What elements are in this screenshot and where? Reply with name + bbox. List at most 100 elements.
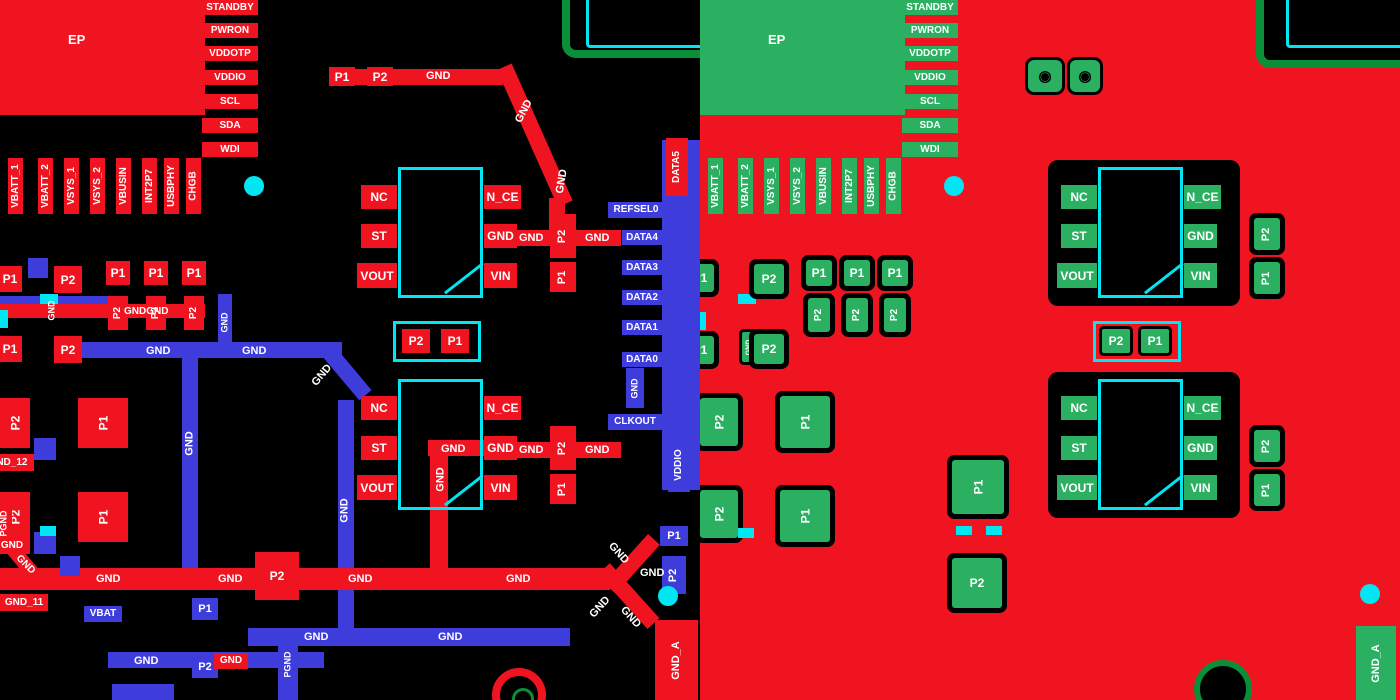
pad-p1[interactable]: P1: [106, 261, 130, 285]
pin-wdi[interactable]: WDI: [202, 142, 258, 157]
pad-gnd11[interactable]: GND_11: [0, 594, 48, 611]
pad-p2[interactable]: P2: [846, 298, 868, 332]
ic2-pin-vin[interactable]: VIN: [484, 475, 517, 500]
pin-scl[interactable]: SCL: [902, 94, 958, 109]
pad-p1-large[interactable]: P1: [78, 398, 128, 448]
pad-p1[interactable]: P1: [550, 474, 576, 504]
pad-gnd-a[interactable]: GND_A: [655, 620, 698, 700]
pin-vbatt1[interactable]: VBATT_1: [708, 158, 723, 214]
pad-p1[interactable]: P1: [0, 266, 22, 292]
pad-p2-large[interactable]: P2: [952, 558, 1002, 608]
pin-sda[interactable]: SDA: [902, 118, 958, 133]
pad-p2-large[interactable]: P2: [700, 398, 738, 446]
pin-refsel0[interactable]: REFSEL0: [608, 202, 664, 218]
pin-vbat[interactable]: VBAT: [84, 606, 122, 622]
pad-gnd12[interactable]: GND_12: [0, 454, 34, 471]
pad-p1[interactable]: P1: [550, 262, 576, 292]
pad-p1-large[interactable]: P1: [780, 490, 830, 542]
pad-p2[interactable]: P2: [808, 298, 830, 332]
ic2-pin-gnd[interactable]: GND: [484, 436, 517, 460]
pad-p2[interactable]: P2: [1254, 430, 1280, 462]
pin-vsys1[interactable]: VSYS_1: [764, 158, 779, 214]
pin-vbusin[interactable]: VBUSIN: [116, 158, 131, 214]
pad-p2[interactable]: P2: [54, 266, 82, 293]
pad-p1[interactable]: P1: [1141, 329, 1169, 353]
pad-blue[interactable]: [34, 438, 56, 460]
pin-vsys2[interactable]: VSYS_2: [790, 158, 805, 214]
ic2-pin-nce[interactable]: N_CE: [1184, 396, 1221, 420]
pad-p2[interactable]: P2: [402, 329, 430, 353]
pin-vbatt2[interactable]: VBATT_2: [38, 158, 53, 214]
pad-p2-large[interactable]: P2: [255, 552, 299, 600]
pin-vbatt2[interactable]: VBATT_2: [738, 158, 753, 214]
ic1-pin-gnd[interactable]: GND: [1184, 224, 1217, 248]
pin-standby[interactable]: STANDBY: [202, 0, 258, 15]
ic1-pin-vout[interactable]: VOUT: [357, 263, 397, 288]
ic1-courtyard[interactable]: [398, 167, 483, 298]
pad-p1[interactable]: P1: [806, 260, 832, 286]
ic2-pin-st[interactable]: ST: [1061, 436, 1097, 460]
pad-p2[interactable]: P2: [550, 214, 576, 258]
pad-pgnd[interactable]: PGND: [0, 500, 12, 546]
pcb-panel-left[interactable]: EP STANDBY PWRON VDDOTP VDDIO SCL SDA WD…: [0, 0, 700, 700]
pin-int2p7[interactable]: INT2P7: [142, 158, 157, 214]
pin-vbatt1[interactable]: VBATT_1: [8, 158, 23, 214]
pad-p1[interactable]: P1: [660, 526, 688, 546]
pad-p1[interactable]: P1: [144, 261, 168, 285]
ic2-courtyard[interactable]: [398, 379, 483, 510]
pin-pwron[interactable]: PWRON: [902, 23, 958, 38]
ic1-pin-vin[interactable]: VIN: [484, 263, 517, 288]
pin-vddotp[interactable]: VDDOTP: [202, 46, 258, 61]
ic2-pin-vout[interactable]: VOUT: [357, 475, 397, 500]
pad-p1[interactable]: P1: [844, 260, 870, 286]
pin-clkout[interactable]: CLKOUT: [608, 414, 662, 430]
pad-p1-large[interactable]: P1: [952, 460, 1004, 514]
pin-vsys2[interactable]: VSYS_2: [90, 158, 105, 214]
pin-sda[interactable]: SDA: [202, 118, 258, 133]
ic1-pin-gnd[interactable]: GND: [484, 224, 517, 248]
pad-p1[interactable]: P1: [1254, 474, 1280, 506]
passive-courtyard[interactable]: [1093, 321, 1181, 362]
pin-usbphy[interactable]: USBPHY: [864, 158, 879, 214]
pin-gnd[interactable]: GND: [626, 368, 644, 408]
pad-p2[interactable]: P2: [184, 296, 204, 330]
pad-p2[interactable]: P2: [1102, 329, 1130, 353]
pin-data5[interactable]: DATA5: [666, 138, 688, 196]
ic1-pin-vout[interactable]: VOUT: [1057, 263, 1097, 288]
pad-p1-large[interactable]: P1: [780, 396, 830, 448]
pcb-panel-right[interactable]: EP STANDBY PWRON VDDOTP VDDIO SCL SDA WD…: [700, 0, 1400, 700]
pad-p2[interactable]: P2: [146, 296, 166, 330]
pad-p1[interactable]: P1: [329, 67, 355, 86]
pin-wdi[interactable]: WDI: [902, 142, 958, 157]
pad-gnd-a[interactable]: GND_A: [1356, 626, 1396, 700]
pad-gnd-small[interactable]: GND: [742, 332, 756, 362]
pad-blue[interactable]: [28, 258, 48, 278]
pad-p2-large[interactable]: P2: [700, 490, 738, 538]
ic1-pin-st[interactable]: ST: [361, 224, 397, 248]
pad-pgnd[interactable]: PGND: [278, 628, 298, 700]
pin-data1[interactable]: DATA1: [622, 320, 662, 335]
pad-p2[interactable]: P2: [754, 334, 784, 364]
pad-p2[interactable]: P2: [192, 656, 218, 678]
pad-gnd[interactable]: GND: [214, 653, 248, 669]
ic2-pin-nc[interactable]: NC: [1061, 396, 1097, 420]
pin-data4[interactable]: DATA4: [622, 230, 662, 245]
pin-chgb[interactable]: CHGB: [186, 158, 201, 214]
pin-chgb[interactable]: CHGB: [886, 158, 901, 214]
ic2-pin-st[interactable]: ST: [361, 436, 397, 460]
ic2-pin-gnd[interactable]: GND: [1184, 436, 1217, 460]
ep-thermal-pad[interactable]: EP: [700, 0, 905, 115]
ic1-pin-nc[interactable]: NC: [1061, 185, 1097, 209]
pin-vddotp[interactable]: VDDOTP: [902, 46, 958, 61]
pad-p2[interactable]: P2: [108, 296, 128, 330]
pad-p1[interactable]: P1: [1254, 262, 1280, 294]
pin-standby[interactable]: STANDBY: [902, 0, 958, 15]
pin-usbphy[interactable]: USBPHY: [164, 158, 179, 214]
pin-data0[interactable]: DATA0: [622, 352, 662, 367]
pin-vsys1[interactable]: VSYS_1: [64, 158, 79, 214]
pad-blue[interactable]: [34, 532, 56, 554]
pad-p1[interactable]: P1: [882, 260, 908, 286]
pin-vddio-edge[interactable]: VDDIO: [668, 438, 690, 492]
pad-p1[interactable]: P1: [0, 336, 22, 362]
pin-vbusin[interactable]: VBUSIN: [816, 158, 831, 214]
